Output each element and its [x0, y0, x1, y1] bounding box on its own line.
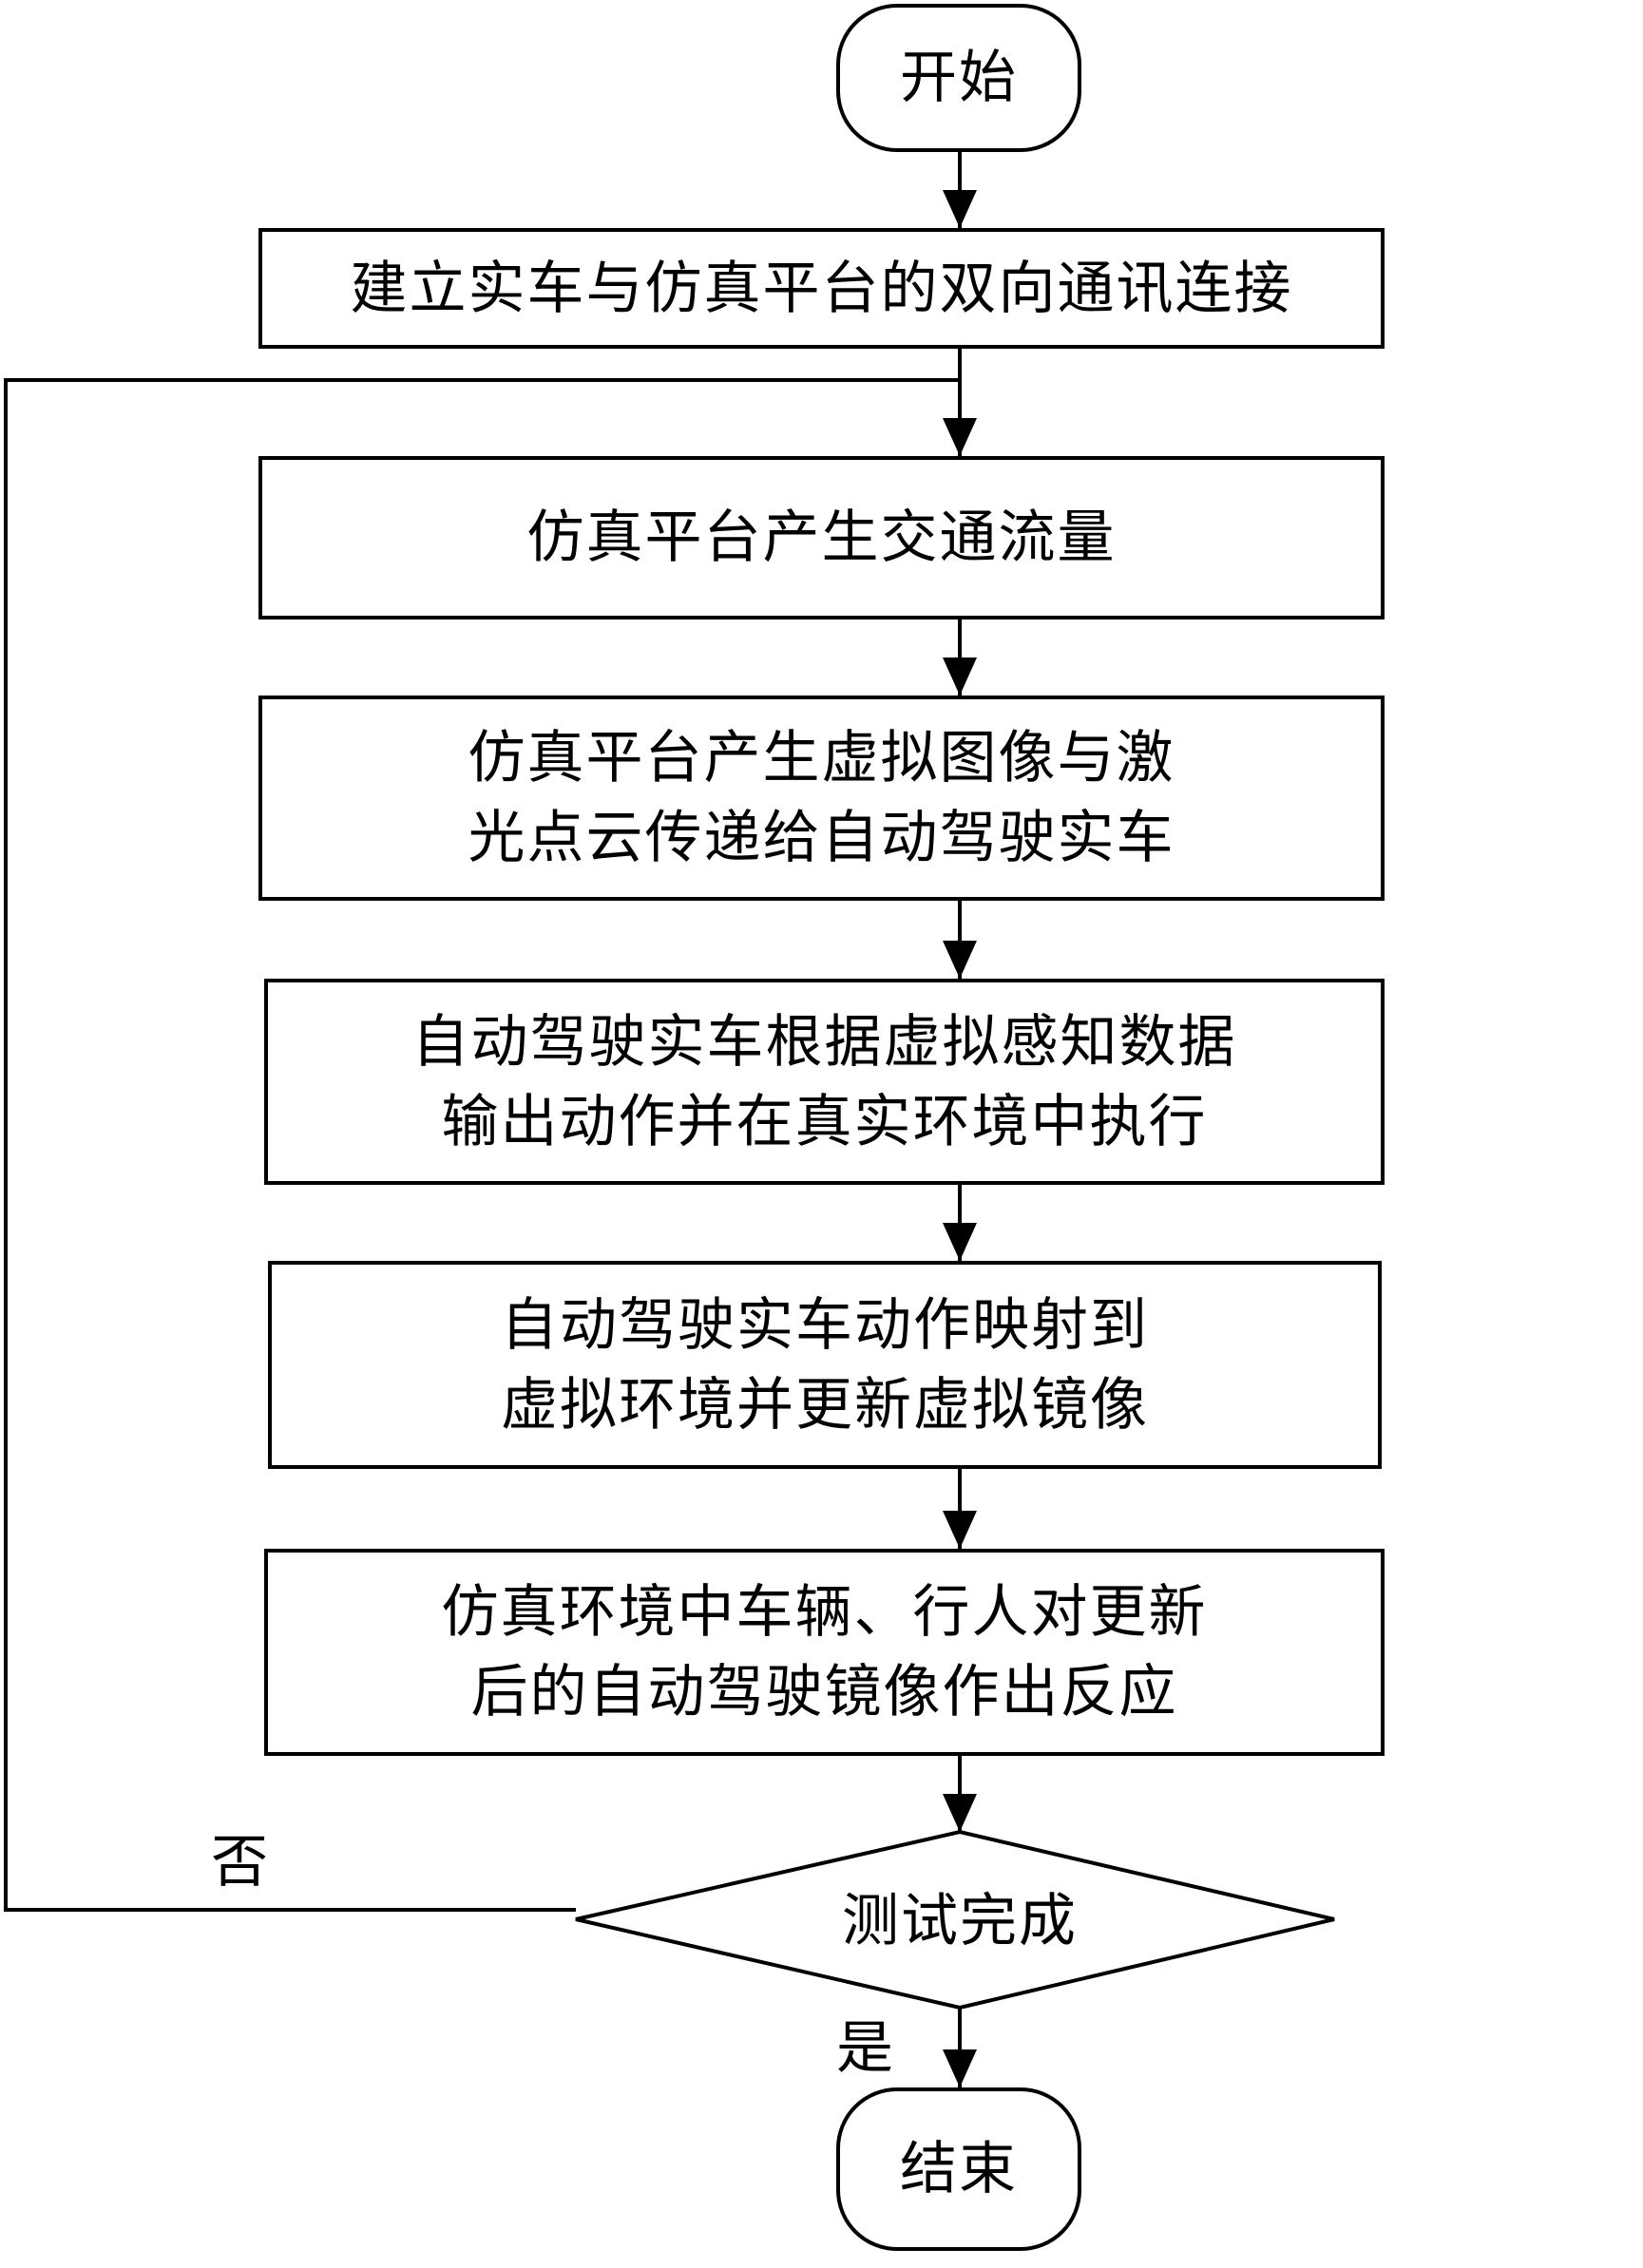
- process-step-6-line-1: 仿真环境中车辆、行人对更新: [441, 1579, 1208, 1646]
- arrowhead-step6: [943, 1511, 977, 1549]
- arrowhead-step2: [943, 418, 977, 456]
- arrowhead-decision: [943, 1794, 977, 1832]
- start-label: 开始: [900, 45, 1018, 111]
- arrowhead-step4: [943, 941, 977, 979]
- process-step-3: 仿真平台产生虚拟图像与激 光点云传递给自动驾驶实车: [258, 696, 1385, 901]
- process-step-4: 自动驾驶实车根据虚拟感知数据 输出动作并在真实环境中执行: [264, 979, 1385, 1185]
- loop-back-line: [4, 378, 960, 1912]
- end-node: 结束: [836, 2087, 1081, 2251]
- process-step-5-line-1: 自动驾驶实车动作映射到: [501, 1291, 1149, 1359]
- process-step-4-line-1: 自动驾驶实车根据虚拟感知数据: [411, 1008, 1237, 1076]
- edge-label-yes: 是: [836, 2015, 893, 2082]
- decision-node: 测试完成: [722, 1881, 1197, 1961]
- process-step-6-line-2: 后的自动驾驶镜像作出反应: [470, 1659, 1178, 1725]
- process-step-2: 仿真平台产生交通流量: [258, 456, 1385, 619]
- arrowhead-end: [943, 2049, 977, 2087]
- end-label: 结束: [900, 2136, 1018, 2202]
- process-step-4-line-2: 输出动作并在真实环境中执行: [441, 1088, 1208, 1155]
- decision-label: 测试完成: [842, 1888, 1078, 1954]
- process-step-1: 建立实车与仿真平台的双向通讯连接: [258, 228, 1385, 349]
- arrowhead-step3: [943, 658, 977, 696]
- process-step-5-line-2: 虚拟环境并更新虚拟镜像: [501, 1371, 1149, 1439]
- edge-label-no: 否: [211, 1829, 268, 1896]
- process-step-1-label: 建立实车与仿真平台的双向通讯连接: [350, 255, 1293, 322]
- decision-diamond: [575, 1829, 1335, 2011]
- process-step-2-label: 仿真平台产生交通流量: [526, 505, 1117, 571]
- process-step-6: 仿真环境中车辆、行人对更新 后的自动驾驶镜像作出反应: [264, 1549, 1385, 1756]
- start-node: 开始: [836, 4, 1081, 152]
- process-step-3-line-2: 光点云传递给自动驾驶实车: [468, 805, 1175, 871]
- process-step-3-line-1: 仿真平台产生虚拟图像与激: [468, 725, 1175, 791]
- arrowhead-step1: [943, 190, 977, 228]
- process-step-5: 自动驾驶实车动作映射到 虚拟环境并更新虚拟镜像: [268, 1261, 1382, 1469]
- arrowhead-step5: [943, 1223, 977, 1261]
